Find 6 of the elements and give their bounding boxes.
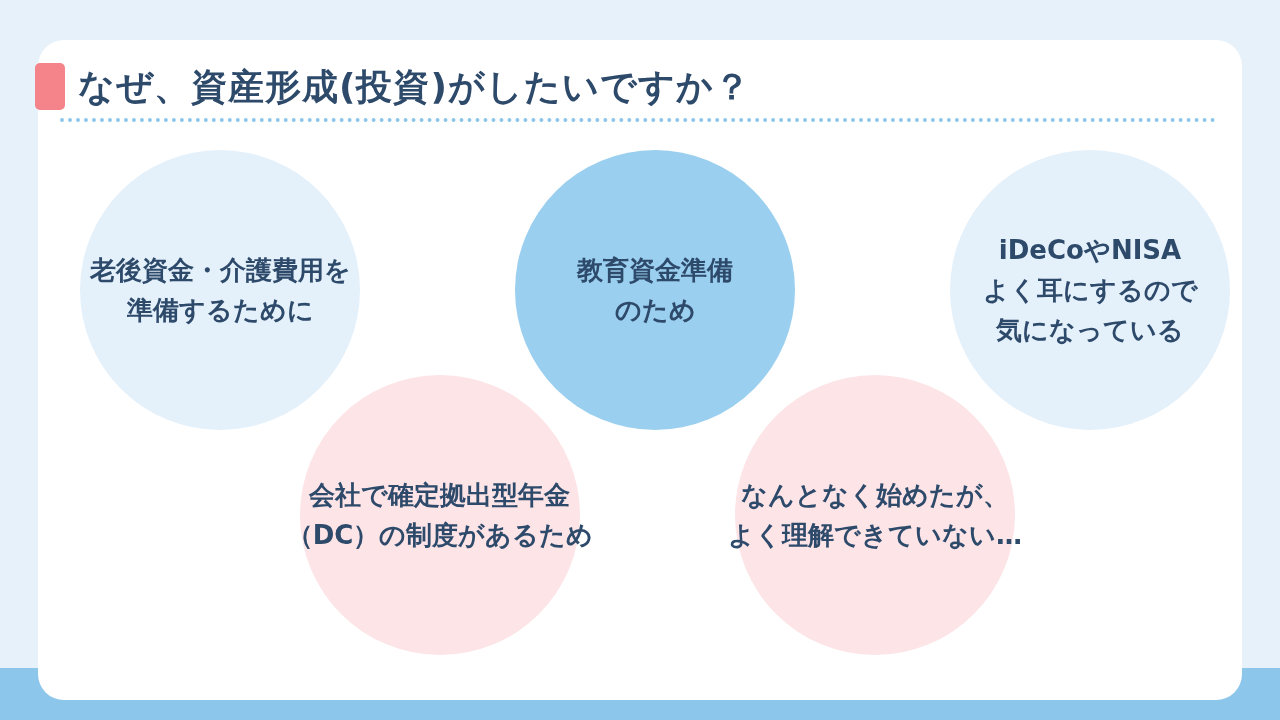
reason-text: 教育資金準備のため [577, 254, 733, 327]
reason-text: 老後資金・介護費用を準備するために [89, 254, 351, 327]
reason-text: なんとなく始めたが、よく理解できていない… [728, 479, 1022, 552]
reason-text: iDeCoやNISAよく耳にするので気になっている [982, 234, 1198, 347]
slide-title: なぜ、資産形成(投資)がしたいですか？ [78, 65, 751, 109]
reason-text: 会社で確定拠出型年金（DC）の制度があるため [286, 479, 594, 552]
